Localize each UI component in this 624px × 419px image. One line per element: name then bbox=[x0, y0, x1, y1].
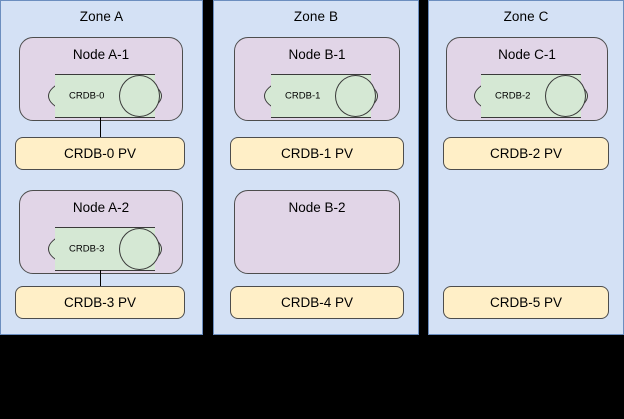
zone-c-label: Zone C bbox=[503, 9, 549, 24]
pv-crdb-4-label: CRDB-4 PV bbox=[280, 295, 353, 310]
pv-crdb-1: CRDB-1 PV bbox=[230, 137, 404, 170]
pv-crdb-0-label: CRDB-0 PV bbox=[63, 146, 136, 161]
pv-crdb-5-label: CRDB-5 PV bbox=[489, 295, 562, 310]
node-a-2-label: Node A-2 bbox=[72, 200, 130, 215]
pv-crdb-4: CRDB-4 PV bbox=[230, 286, 404, 319]
pod-crdb-2: CRDB-2 bbox=[474, 74, 588, 118]
cylinder-cap bbox=[544, 75, 586, 117]
pod-crdb-0: CRDB-0 bbox=[48, 74, 162, 118]
node-a-1-label: Node A-1 bbox=[72, 47, 130, 62]
node-b-1-label: Node B-1 bbox=[288, 47, 346, 62]
zone-a: Zone A Node A-1 CRDB-0 CRDB-0 PV Node A-… bbox=[0, 0, 203, 335]
node-b-1: Node B-1 CRDB-1 bbox=[234, 37, 400, 121]
node-c-1: Node C-1 CRDB-2 bbox=[446, 37, 608, 121]
cylinder-cap bbox=[118, 75, 160, 117]
zone-a-label: Zone A bbox=[79, 9, 124, 24]
cylinder-cap bbox=[118, 228, 160, 270]
pod-crdb-1-label: CRDB-1 bbox=[285, 90, 321, 102]
connector-crdb-3 bbox=[100, 270, 101, 292]
pv-crdb-3: CRDB-3 PV bbox=[15, 286, 185, 319]
pod-crdb-1: CRDB-1 bbox=[264, 74, 378, 118]
node-a-1: Node A-1 CRDB-0 bbox=[19, 37, 183, 121]
zone-c: Zone C Node C-1 CRDB-2 CRDB-2 PV CRDB-5 … bbox=[428, 0, 624, 335]
pv-crdb-0: CRDB-0 PV bbox=[15, 137, 185, 170]
node-a-2: Node A-2 CRDB-3 bbox=[19, 190, 183, 274]
pod-crdb-0-label: CRDB-0 bbox=[69, 90, 105, 102]
pv-crdb-1-label: CRDB-1 PV bbox=[280, 146, 353, 161]
node-b-2-label: Node B-2 bbox=[288, 200, 346, 215]
pv-crdb-5: CRDB-5 PV bbox=[443, 286, 609, 319]
node-b-2: Node B-2 bbox=[234, 190, 400, 274]
pv-crdb-2-label: CRDB-2 PV bbox=[489, 146, 562, 161]
zone-b-label: Zone B bbox=[293, 9, 339, 24]
pod-crdb-3-label: CRDB-3 bbox=[69, 243, 105, 255]
zone-b: Zone B Node B-1 CRDB-1 CRDB-1 PV Node B-… bbox=[213, 0, 527, 335]
connector-crdb-0 bbox=[100, 117, 101, 139]
pod-crdb-2-label: CRDB-2 bbox=[495, 90, 531, 102]
node-c-1-label: Node C-1 bbox=[498, 47, 556, 62]
pod-crdb-3: CRDB-3 bbox=[48, 227, 162, 271]
pv-crdb-2: CRDB-2 PV bbox=[443, 137, 609, 170]
cylinder-cap bbox=[334, 75, 376, 117]
pv-crdb-3-label: CRDB-3 PV bbox=[63, 295, 136, 310]
